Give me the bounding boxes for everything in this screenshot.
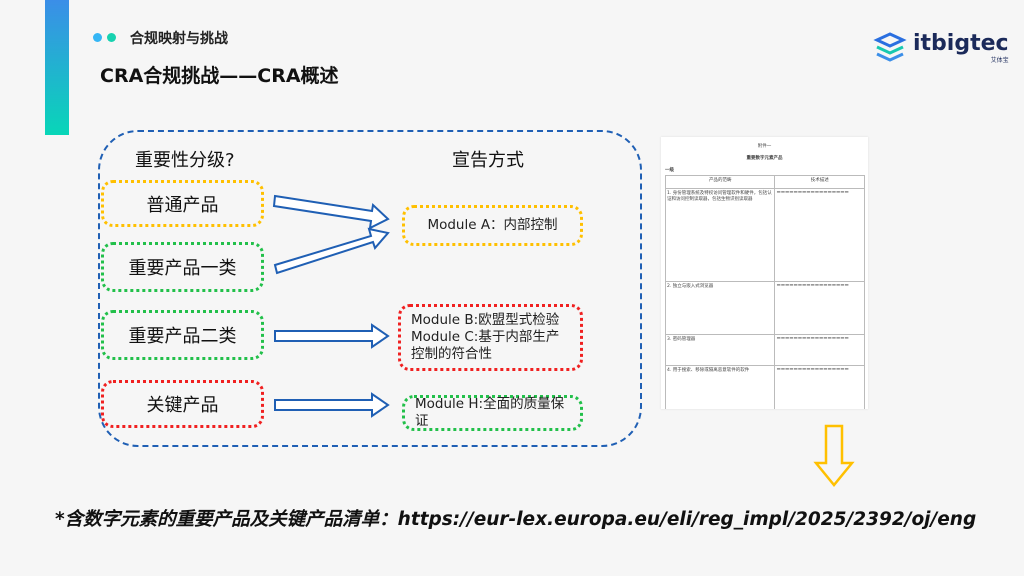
dot-icon <box>107 33 116 42</box>
footer-note: *含数字元素的重要产品及关键产品清单：https://eur-lex.europ… <box>55 509 977 530</box>
right-heading: 宣告方式 <box>452 150 524 171</box>
module-h-box: Module H:全面的质量保证 <box>402 395 583 431</box>
module-h-label: Module H:全面的质量保证 <box>415 396 565 429</box>
diagram-frame <box>98 130 642 447</box>
doc-col-header: 技术描述 <box>774 175 865 189</box>
doc-annex: 附件一 <box>757 144 772 149</box>
dot-icon <box>93 33 102 42</box>
section-label: 合规映射与挑战 <box>130 31 228 47</box>
doc-level: 一级 <box>665 168 674 173</box>
down-arrow-icon <box>813 424 855 487</box>
arrow-icon <box>274 392 390 418</box>
module-a-label: Module A：内部控制 <box>427 217 558 234</box>
doc-title: 重要数字元素产品 <box>746 156 783 161</box>
category-important-class-1: 重要产品一类 <box>101 242 264 292</box>
doc-row: 1. 身份管理系统及特权访问管理软件和硬件，包括认证和访问控制读取器，包括生物识… <box>664 188 776 282</box>
page-title: CRA合规挑战——CRA概述 <box>100 65 339 87</box>
logo-subtitle: 艾体宝 <box>990 56 1009 64</box>
module-bc-box: Module B:欧盟型式检验 Module C:基于内部生产控制的符合性 <box>398 304 583 371</box>
arrow-icon <box>273 227 390 275</box>
category-normal: 普通产品 <box>101 180 264 227</box>
doc-row: 3. 密码管理器 <box>664 334 776 366</box>
module-b-label: Module B:欧盟型式检验 <box>411 312 560 329</box>
arrow-icon <box>272 194 390 230</box>
left-heading: 重要性分级? <box>135 150 235 171</box>
logo: itbigtec 艾体宝 <box>873 32 1009 64</box>
annex-document-image: 附件一 重要数字元素产品 一级 产品的范畴技术描述 1. 身份管理系统及特权访问… <box>661 137 868 409</box>
doc-row: 2. 独立与嵌入式浏览器 <box>664 281 776 335</box>
arrow-icon <box>274 323 390 349</box>
accent-bar <box>45 0 69 135</box>
module-c-label: Module C:基于内部生产控制的符合性 <box>411 329 560 362</box>
doc-col-header: 产品的范畴 <box>664 175 776 189</box>
logo-name: itbigtec <box>913 30 1009 56</box>
doc-table: 产品的范畴技术描述 1. 身份管理系统及特权访问管理软件和硬件，包括认证和访问控… <box>664 175 865 409</box>
logo-icon <box>873 32 907 62</box>
doc-row: 4. 用于搜索、移除或隔离恶意软件的软件 <box>664 365 776 409</box>
module-a-box: Module A：内部控制 <box>402 205 583 246</box>
category-important-class-2: 重要产品二类 <box>101 310 264 360</box>
category-critical: 关键产品 <box>101 380 264 428</box>
